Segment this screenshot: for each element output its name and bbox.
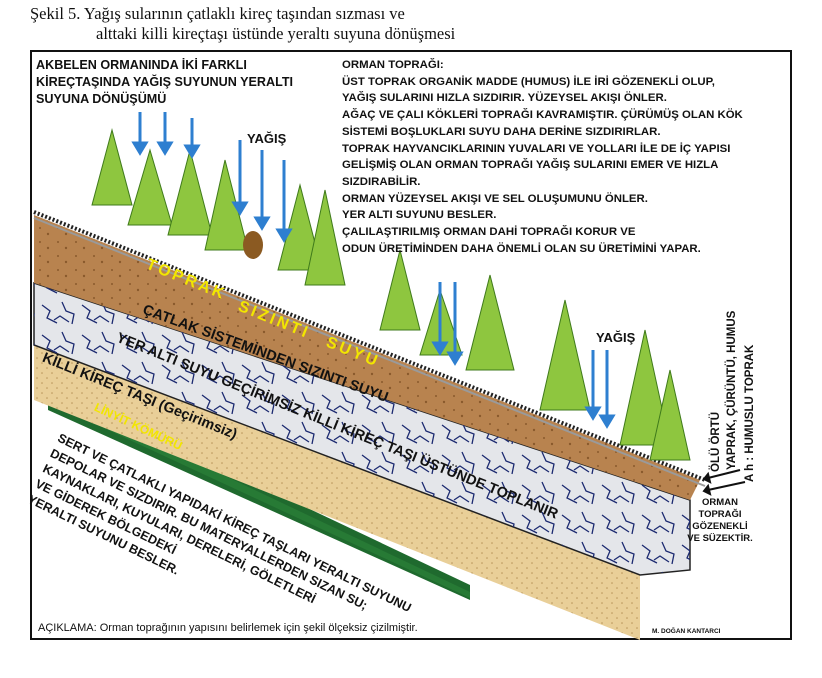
rain-label: YAĞIŞ [596, 330, 636, 345]
diagram-illustration [33, 112, 746, 640]
tree [91, 128, 133, 206]
diagram-frame [30, 50, 792, 640]
forest-soil-line: YER ALTI SUYUNU BESLER. [342, 209, 497, 222]
tree-stump [243, 231, 263, 259]
side-label-forest-soil: ORMAN TOPRAĞI GÖZENEKLİ VE SÜZEKTİR. [678, 497, 762, 545]
tree [539, 299, 591, 411]
diagram-title: AKBELEN ORMANINDA İKİ FARKLI KİREÇTAŞIND… [36, 57, 336, 108]
forest-soil-line: ODUN ÜRETİMİNDEN DAHA ÖNEMLİ OLAN SU ÜRE… [342, 242, 701, 255]
tree [465, 274, 515, 371]
forest-soil-line: YAĞIŞ SULARINI HIZLA SIZDIRIR. YÜZEYSEL … [342, 92, 667, 105]
title-line-3: SUYUNA DÖNÜŞÜMÜ [36, 92, 167, 106]
forest-soil-line: AĞAÇ VE ÇALI KÖKLERİ TOPRAĞI KAVRAMIŞTIR… [342, 109, 743, 122]
side-label-line: TOPRAĞI [698, 509, 742, 520]
side-label-olu-ortu: ÖLÜ ÖRTÜ [710, 411, 722, 472]
figure-caption: Şekil 5. Yağış sularının çatlaklı kireç … [30, 4, 790, 44]
side-label-ah: A h : HUMUSLU TOPRAK [744, 344, 756, 482]
caption-line-1: Şekil 5. Yağış sularının çatlaklı kireç … [30, 4, 405, 23]
forest-soil-line: GELİŞMİŞ OLAN ORMAN TOPRAĞI YAĞIŞ SULARI… [342, 159, 719, 172]
forest-soil-line: SİSTEMİ BOŞLUKLARI SUYU DAHA DERİNE SIZD… [342, 125, 661, 138]
side-label-line: VE SÜZEKTİR. [687, 533, 753, 544]
forest-soil-line: ORMAN YÜZEYSEL AKIŞI VE SEL OLUŞUMUNU ÖN… [342, 192, 648, 205]
tree [167, 148, 213, 236]
forest-soil-line: SIZDIRABİLİR. [342, 175, 421, 188]
forest-soil-line: TOPRAK HAYVANCIKLARININ YUVALARI VE YOLL… [342, 142, 731, 155]
forest-soil-line: ÜST TOPRAK ORGANİK MADDE (HUMUS) İLE İRİ… [342, 75, 715, 88]
title-line-2: KİREÇTAŞINDA YAĞIŞ SUYUNUN YERALTI [36, 75, 294, 89]
side-label-yaprak: YAPRAK, ÇÜRÜNTÜ, HUMUS [726, 310, 738, 470]
side-label-line: ORMAN [702, 497, 738, 508]
rain-label: YAĞIŞ [247, 131, 287, 146]
tree [649, 369, 691, 461]
tree [379, 249, 421, 331]
tree [127, 148, 173, 226]
side-label-line: GÖZENEKLİ [692, 521, 748, 532]
author-signature: M. DOĞAN KANTARCI [652, 628, 721, 635]
tree [619, 329, 671, 446]
tree [304, 189, 346, 286]
litter-line [33, 210, 706, 482]
forest-soil-heading: ORMAN TOPRAĞI: [342, 59, 444, 71]
explanation-note: AÇIKLAMA: Orman toprağının yapısını beli… [38, 622, 418, 634]
title-line-1: AKBELEN ORMANINDA İKİ FARKLI [36, 58, 247, 72]
caption-line-2: alttaki killi kireçtaşı üstünde yeraltı … [96, 24, 456, 43]
forest-soil-description: ORMAN TOPRAĞI: ÜST TOPRAK ORGANİK MADDE … [342, 57, 762, 257]
forest-soil-line: ÇALILAŞTIRILMIŞ ORMAN DAHİ TOPRAĞI KORUR… [342, 226, 636, 239]
tree [277, 183, 323, 271]
